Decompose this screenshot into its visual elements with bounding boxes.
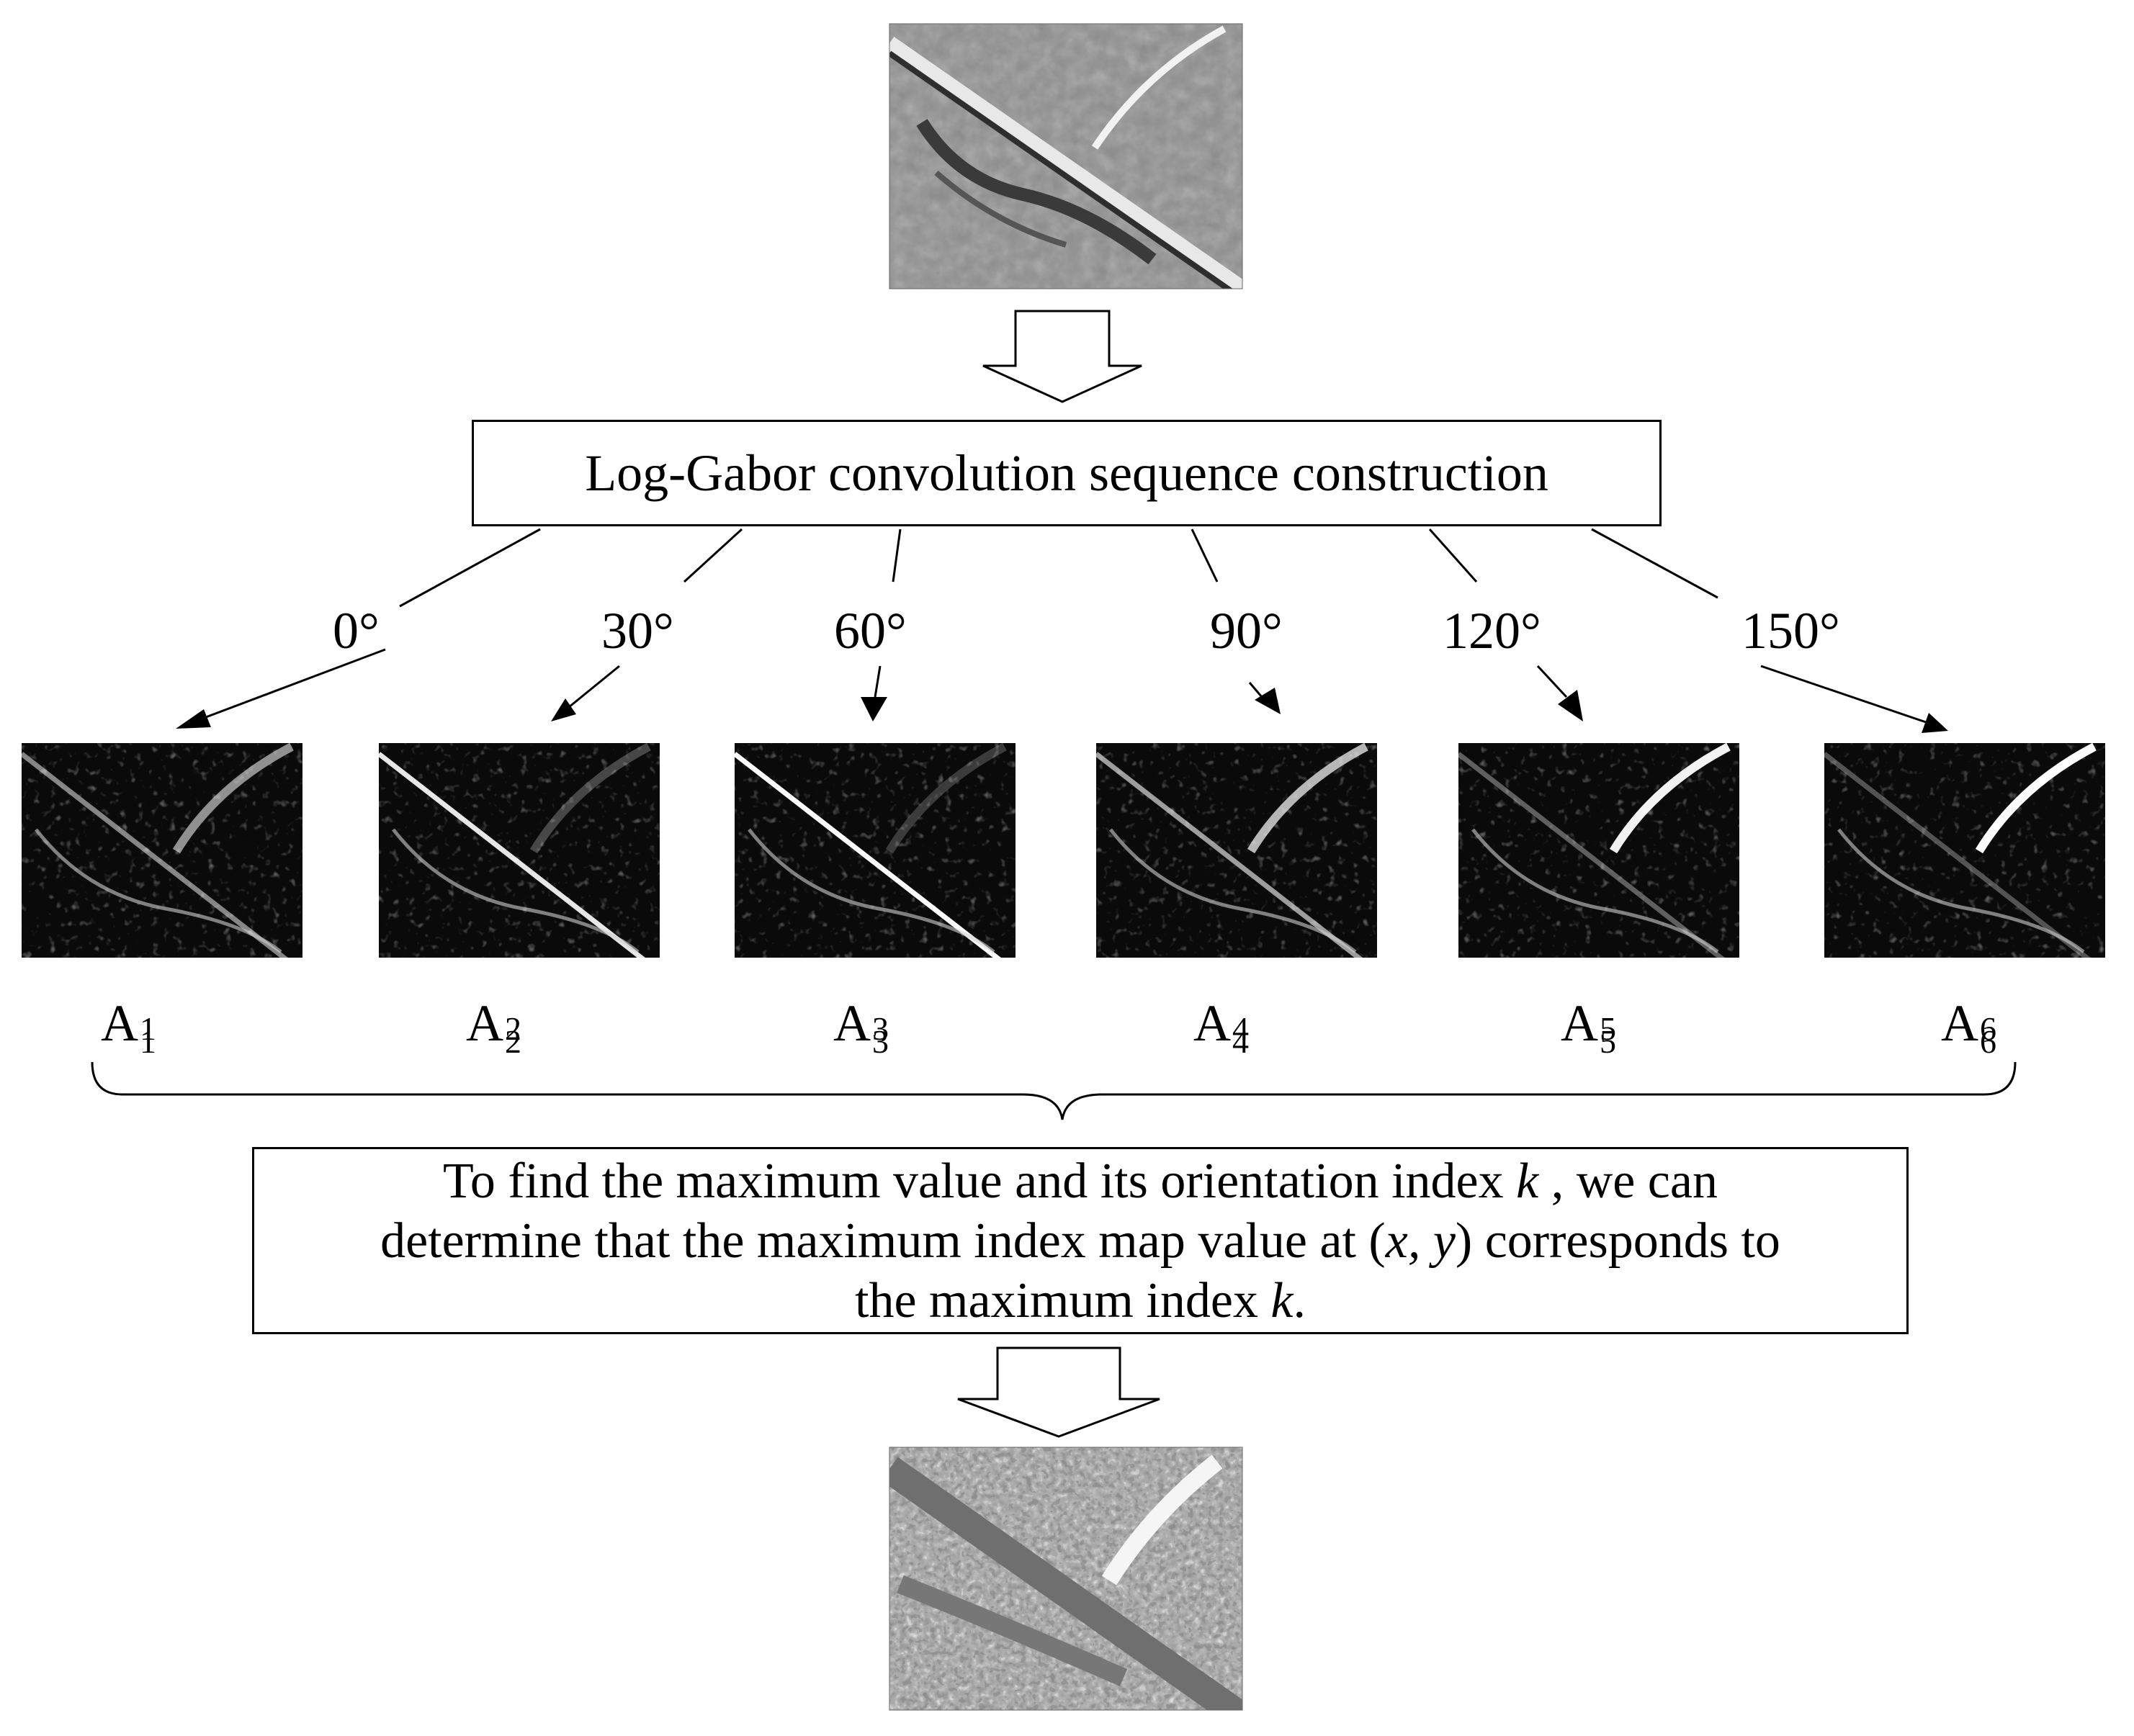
max-index-map-image [889,1447,1242,1710]
description-text: . [1293,1272,1306,1328]
branch-arrow-120 [1536,665,1568,698]
branch-arrow-30 [568,665,620,709]
max-index-description-box: To find the maximum value and its orient… [252,1147,1909,1334]
description-line-2: determine that the maximum index map val… [380,1211,1780,1271]
label-base: A [1561,994,1598,1052]
response-image-5 [1458,743,1739,958]
angle-label-60: 60° [834,602,907,660]
label-sup: 4 [1232,1009,1249,1047]
label-sup: 2 [505,1009,521,1047]
response-image-1 [22,743,302,958]
label-sub: 2 [505,1023,521,1061]
label-base: A [101,994,138,1052]
label-sub: 5 [1600,1023,1616,1061]
description-text: the maximum index [855,1272,1271,1328]
description-text: determine that the maximum index map val… [380,1213,1386,1269]
label-base: A [1193,994,1231,1052]
label-base: A [833,994,871,1052]
description-text: To find the maximum value and its orient… [443,1153,1517,1209]
variable-k: k [1516,1153,1539,1209]
hollow-down-arrow-icon [982,310,1142,403]
hollow-down-arrow-icon [957,1346,1160,1438]
label-sup: 5 [1600,1009,1616,1047]
response-image-3 [735,743,1016,958]
branch-line-120 [1428,529,1478,583]
arrowhead-icon [176,709,211,729]
response-image-4 [1096,743,1377,958]
variable-k: k [1270,1272,1294,1328]
branch-line-60 [892,529,902,583]
arrowheads [176,688,1948,733]
branch-arrow-60 [874,665,882,698]
branch-line-90 [1191,529,1219,583]
response-images [22,743,2105,958]
angle-label-90: 90° [1210,602,1283,660]
angle-label-30: 30° [601,602,674,660]
label-sub: 4 [1232,1023,1249,1061]
label-base: A [466,994,503,1052]
angle-label-150: 150° [1741,602,1840,660]
orientation-branches [194,528,1931,725]
process-title: Log-Gabor convolution sequence construct… [585,444,1548,502]
branch-line-150 [1591,528,1718,599]
response-image-2 [379,743,660,958]
branch-arrow-0 [194,648,386,723]
input-image [889,24,1242,289]
label-sub: 3 [872,1023,889,1061]
label-sub: 6 [1980,1023,1996,1061]
branch-line-30 [683,528,743,583]
log-gabor-title-box: Log-Gabor convolution sequence construct… [472,420,1662,526]
angle-label-120: 120° [1443,602,1541,660]
grouping-brace [91,1061,2017,1120]
label-sub: 1 [140,1023,156,1061]
label-sup: 1 [140,1009,156,1047]
variable-xy: x, y [1385,1213,1456,1269]
label-sup: 3 [872,1009,889,1047]
response-image-6 [1824,743,2105,958]
description-text: , we can [1538,1153,1718,1209]
branch-line-0 [399,528,541,608]
description-line-3: the maximum index k. [855,1271,1306,1331]
arrowhead-icon [1558,690,1583,721]
label-base: A [1941,994,1978,1052]
description-text: ) corresponds to [1455,1213,1780,1269]
label-sup: 6 [1980,1009,1996,1047]
arrowhead-icon [1255,688,1281,714]
arrowhead-icon [861,697,887,721]
description-line-1: To find the maximum value and its orient… [443,1151,1718,1211]
branch-arrow-90 [1248,682,1263,698]
arrowhead-icon [1922,713,1948,733]
branch-arrow-150 [1760,665,1931,725]
arrowhead-icon [551,698,576,721]
angle-label-0: 0° [333,602,380,660]
